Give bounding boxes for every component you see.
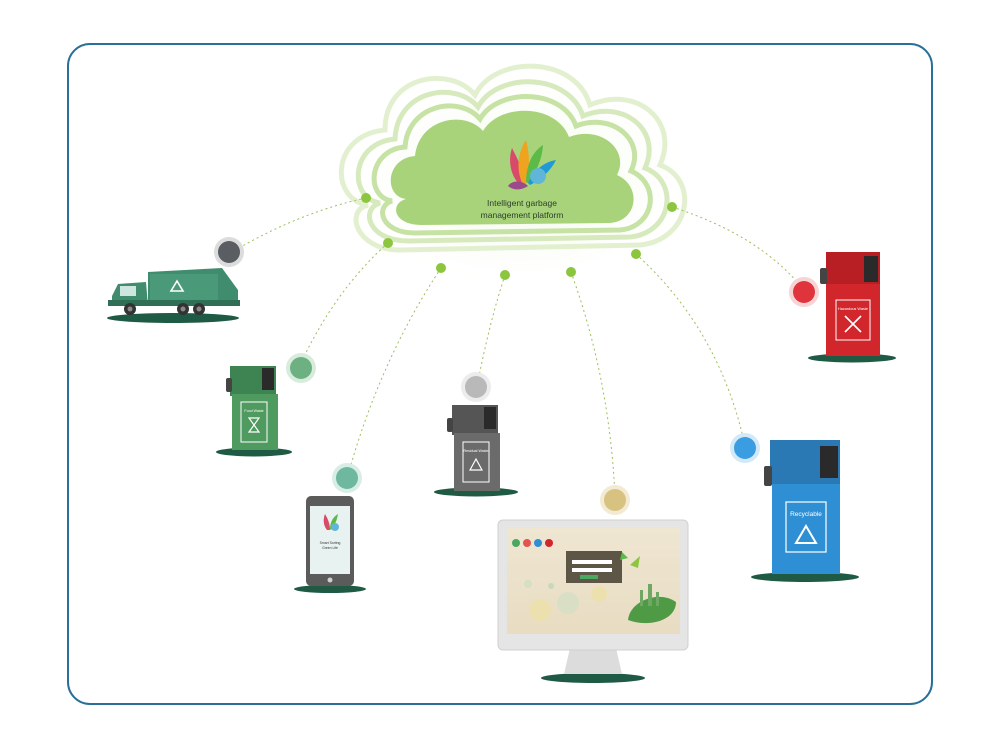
- connector-monitor: [570, 271, 616, 498]
- cross-icon: [844, 315, 862, 333]
- recyclable-label: Recyclable: [790, 511, 822, 518]
- recycle-icon: [468, 457, 484, 471]
- node-monitor: [600, 485, 630, 515]
- recycle-icon: [794, 524, 818, 544]
- food-waste-bin: Food Waste: [216, 366, 292, 457]
- recycle-icon: [169, 279, 185, 292]
- connector-lines: [231, 197, 805, 498]
- node-truck: [214, 237, 244, 267]
- node-food-bin: [286, 353, 316, 383]
- phone-text-line2: Green Life: [322, 546, 338, 550]
- phone-text-line1: Smart Sorting: [320, 541, 341, 545]
- login-panel: [566, 551, 622, 583]
- platform-logo-icon: [508, 140, 556, 190]
- connector-residual-bin: [476, 274, 506, 387]
- connector-recyclable-bin: [635, 253, 746, 447]
- connector-truck: [231, 197, 367, 253]
- app-logo-icon: [323, 514, 339, 531]
- food-waste-label: Food Waste: [244, 409, 263, 413]
- node-recyclable-bin: [730, 433, 760, 463]
- desktop-monitor: [497, 519, 689, 683]
- node-residual-bin: [461, 372, 491, 402]
- smartphone: Smart Sorting Green Life: [294, 496, 366, 593]
- connector-food-bin: [299, 242, 389, 366]
- hourglass-icon: [247, 417, 261, 433]
- connector-phone: [347, 267, 442, 476]
- recyclable-bin: Recyclable: [751, 440, 859, 582]
- diagram-frame: [67, 43, 933, 705]
- cloud-ring-outer: [338, 63, 688, 253]
- connector-hazardous-bin: [671, 206, 805, 291]
- platform-title-line2: management platform: [481, 210, 564, 220]
- residual-waste-bin: Residual Waste: [434, 405, 518, 497]
- hazardous-waste-bin: Hazardous Waste: [808, 252, 896, 363]
- hazardous-waste-label: Hazardous Waste: [838, 307, 868, 311]
- cloud-ring-2: [371, 94, 653, 236]
- green-city-illustration: [620, 552, 676, 624]
- cloud-ring-3: [355, 79, 670, 244]
- screen-toolbar-icons: [512, 539, 553, 547]
- platform-title-line1: Intelligent garbage: [487, 198, 557, 208]
- node-phone: [332, 463, 362, 493]
- garbage-truck: [107, 268, 240, 323]
- cloud-connection-dots: [361, 193, 677, 280]
- residual-waste-label: Residual Waste: [463, 449, 488, 453]
- decorative-bubbles: [524, 580, 607, 621]
- node-hazardous-bin: [789, 277, 819, 307]
